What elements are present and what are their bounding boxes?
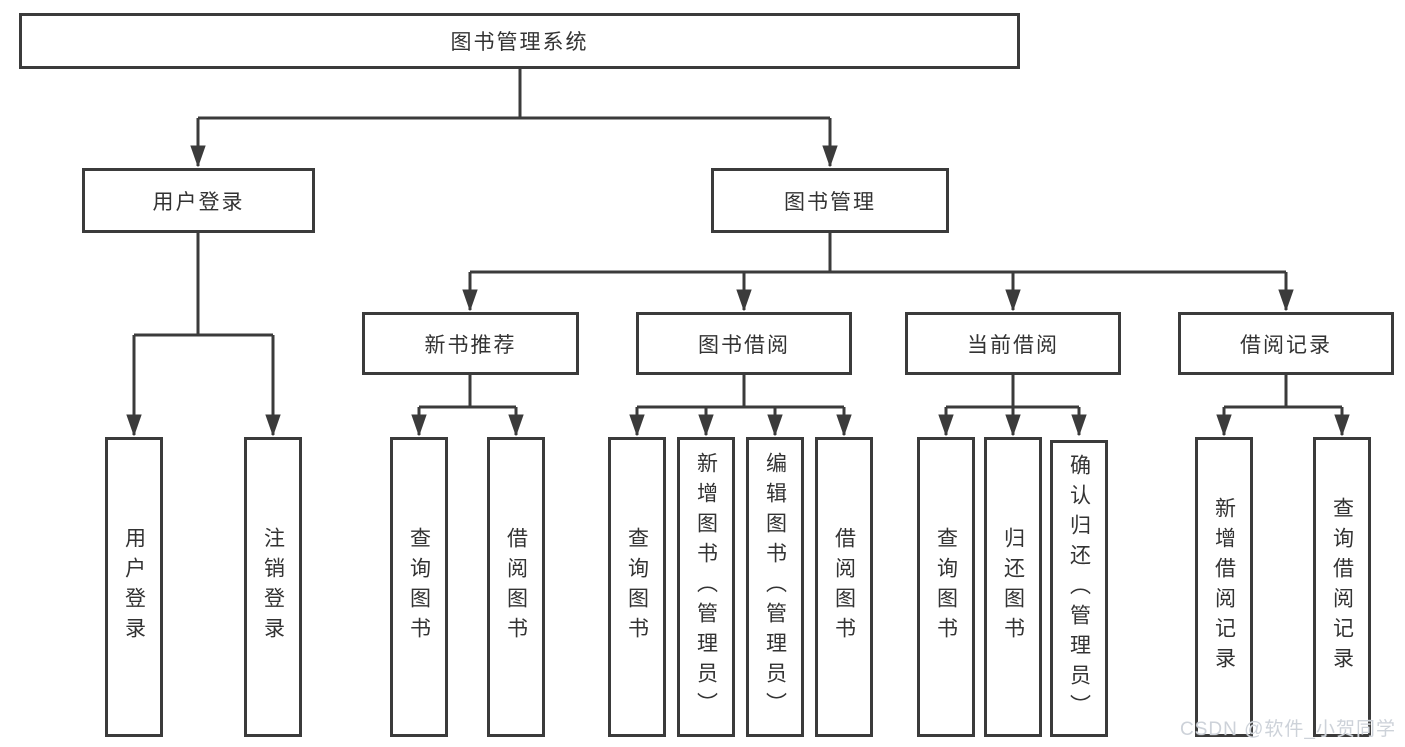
node-user-login-action: 用户登录 — [105, 437, 163, 737]
node-query-borrow-record-label: 查询借阅记录 — [1330, 497, 1354, 677]
node-book-management: 图书管理 — [711, 168, 949, 233]
node-query-borrow-record: 查询借阅记录 — [1313, 437, 1371, 737]
node-query-book-current: 查询图书 — [917, 437, 975, 737]
node-add-borrow-record: 新增借阅记录 — [1195, 437, 1253, 737]
node-edit-book-admin-label: 编辑图书（管理员） — [763, 452, 787, 722]
node-book-borrowing-label: 图书借阅 — [698, 333, 790, 357]
node-confirm-return-admin: 确认归还（管理员） — [1050, 440, 1108, 737]
node-book-borrowing: 图书借阅 — [636, 312, 852, 375]
node-borrowing-records-label: 借阅记录 — [1240, 333, 1332, 357]
node-book-management-label: 图书管理 — [784, 190, 876, 214]
node-borrow-book-recommend: 借阅图书 — [487, 437, 545, 737]
node-borrowing-records: 借阅记录 — [1178, 312, 1394, 375]
node-current-borrowing: 当前借阅 — [905, 312, 1121, 375]
node-query-book-borrowing-label: 查询图书 — [625, 527, 649, 647]
node-root-library-system: 图书管理系统 — [19, 13, 1020, 69]
node-new-book-recommend-label: 新书推荐 — [424, 333, 517, 357]
node-root-label: 图书管理系统 — [450, 31, 589, 54]
node-current-borrowing-label: 当前借阅 — [967, 333, 1059, 357]
node-query-book-recommend-label: 查询图书 — [407, 527, 431, 647]
node-add-book-admin-label: 新增图书（管理员） — [694, 452, 718, 722]
node-query-book-current-label: 查询图书 — [934, 527, 958, 647]
node-query-book-recommend: 查询图书 — [390, 437, 448, 737]
node-user-login: 用户登录 — [82, 168, 315, 233]
node-edit-book-admin: 编辑图书（管理员） — [746, 437, 804, 737]
node-borrow-book-recommend-label: 借阅图书 — [504, 527, 528, 647]
csdn-watermark: CSDN @软件_小贺同学 — [1180, 719, 1396, 740]
node-return-book-label: 归还图书 — [1001, 527, 1025, 647]
node-return-book: 归还图书 — [984, 437, 1042, 737]
node-borrow-book-action: 借阅图书 — [815, 437, 873, 737]
node-user-login-action-label: 用户登录 — [122, 527, 146, 647]
node-borrow-book-action-label: 借阅图书 — [832, 527, 856, 647]
node-add-borrow-record-label: 新增借阅记录 — [1212, 497, 1236, 677]
node-query-book-borrowing: 查询图书 — [608, 437, 666, 737]
connector-trunks — [134, 69, 1342, 409]
node-confirm-return-admin-label: 确认归还（管理员） — [1067, 453, 1091, 724]
node-logout-action: 注销登录 — [244, 437, 302, 737]
node-add-book-admin: 新增图书（管理员） — [677, 437, 735, 737]
node-logout-action-label: 注销登录 — [261, 527, 285, 647]
node-new-book-recommend: 新书推荐 — [362, 312, 579, 375]
node-user-login-label: 用户登录 — [152, 190, 245, 214]
